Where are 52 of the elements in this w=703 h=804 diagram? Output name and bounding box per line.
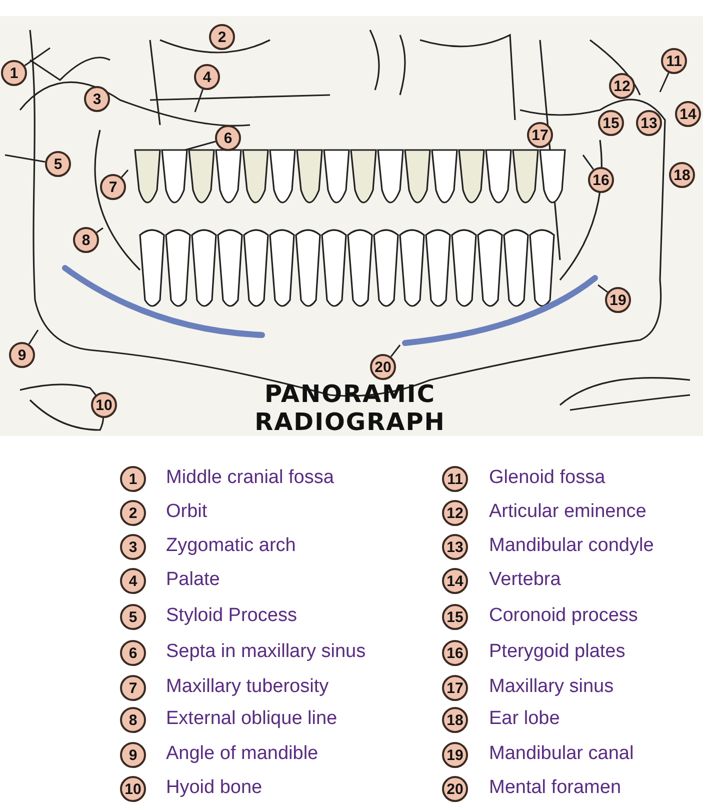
leader-line xyxy=(659,72,670,92)
key-number: 9 xyxy=(120,742,146,768)
key-text: Ear lobe xyxy=(489,708,560,730)
leader-line xyxy=(194,89,204,112)
key-text: External oblique line xyxy=(166,708,338,730)
key-number: 8 xyxy=(120,707,146,733)
key-number: 12 xyxy=(442,500,468,526)
key-text: Orbit xyxy=(166,501,208,523)
leader-line xyxy=(121,170,129,178)
key-text: Mental foramen xyxy=(489,777,622,799)
key-text: Zygomatic arch xyxy=(166,535,296,557)
key-number: 10 xyxy=(120,776,146,802)
key-text: Glenoid fossa xyxy=(489,467,606,489)
key-number: 1 xyxy=(120,466,146,492)
key-number: 15 xyxy=(442,604,468,630)
key-number: 7 xyxy=(120,675,146,701)
title: PANORAMIC RADIOGRAPH xyxy=(254,380,446,436)
key-number: 6 xyxy=(120,640,146,666)
key-number: 16 xyxy=(442,640,468,666)
key-number: 5 xyxy=(120,604,146,630)
key-text: Styloid Process xyxy=(166,605,297,627)
key-number: 14 xyxy=(442,568,468,594)
leader-line xyxy=(184,140,216,151)
leader-line xyxy=(4,154,46,163)
key-text: Hyoid bone xyxy=(166,777,262,799)
key-text: Middle cranial fossa xyxy=(166,467,334,489)
key-text: Pterygoid plates xyxy=(489,641,626,663)
key-text: Vertebra xyxy=(489,569,561,591)
key-text: Maxillary sinus xyxy=(489,676,614,698)
key-number: 20 xyxy=(442,776,468,802)
leader-line xyxy=(390,344,401,358)
key-text: Coronoid process xyxy=(489,605,638,627)
key-text: Articular eminence xyxy=(489,501,646,523)
key-number: 17 xyxy=(442,675,468,701)
key-number: 19 xyxy=(442,742,468,768)
key-number: 18 xyxy=(442,707,468,733)
key-number: 2 xyxy=(120,500,146,526)
key-text: Septa in maxillary sinus xyxy=(166,641,366,663)
key-number: 4 xyxy=(120,568,146,594)
key-number: 3 xyxy=(120,534,146,560)
leader-line xyxy=(598,284,608,293)
key-number: 11 xyxy=(442,466,468,492)
key-number: 13 xyxy=(442,534,468,560)
key-text: Angle of mandible xyxy=(166,743,318,765)
key-text: Mandibular condyle xyxy=(489,535,654,557)
leader-line xyxy=(96,227,104,234)
key-text: Maxillary tuberosity xyxy=(166,676,329,698)
leader-line xyxy=(24,47,50,66)
leader-line xyxy=(582,154,594,170)
key-text: Mandibular canal xyxy=(489,743,634,765)
key-text: Palate xyxy=(166,569,220,591)
leader-line xyxy=(28,330,39,344)
